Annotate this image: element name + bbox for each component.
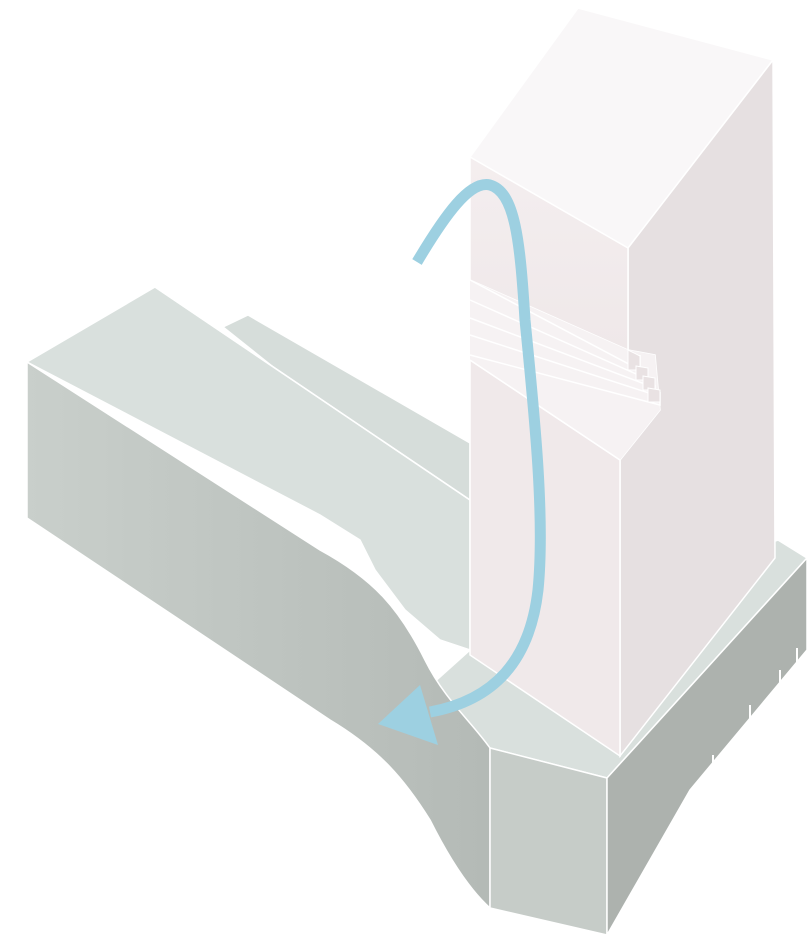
- podium-corner-face: [489, 747, 608, 936]
- setback-void: [470, 280, 660, 460]
- podium-right-face: [606, 556, 807, 938]
- podium-ridge-line: [154, 286, 471, 501]
- airflow-arrow-path: [412, 179, 546, 718]
- podium-piers: [712, 648, 798, 812]
- tower-block: [468, 7, 776, 759]
- airflow-arrowhead: [378, 685, 438, 745]
- airflow-arrow: [378, 179, 546, 745]
- setback-step-shadows: [627, 349, 661, 403]
